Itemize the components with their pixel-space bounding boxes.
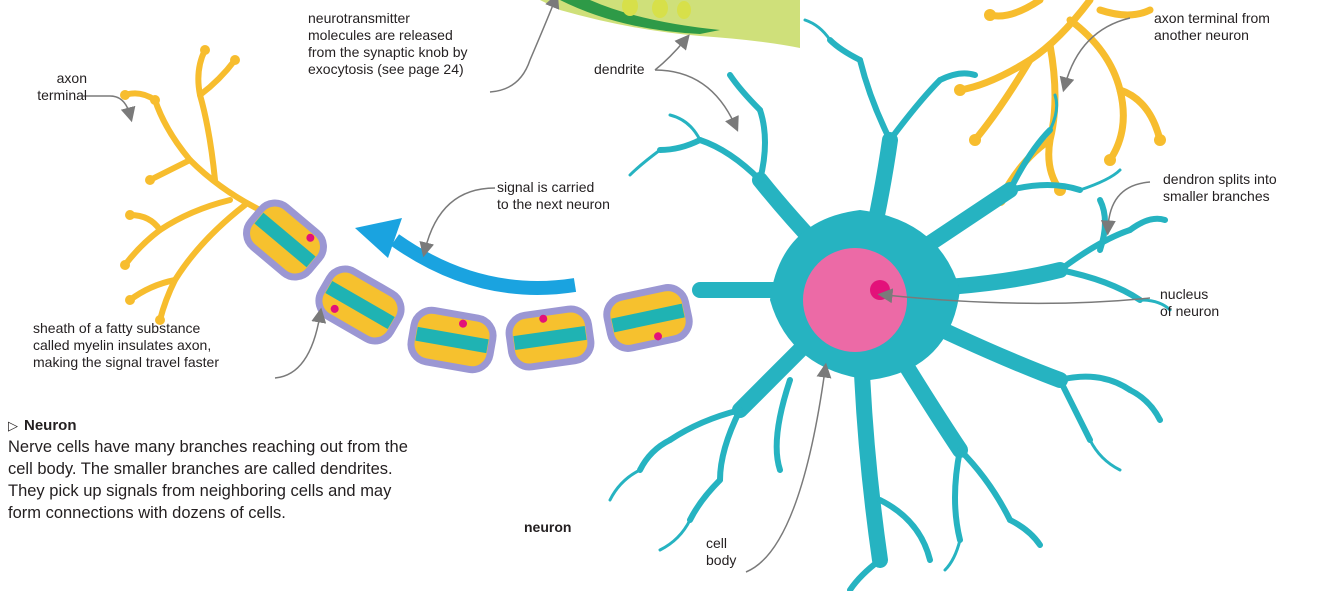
dendron-splits-label: dendron splits into smaller branches: [1163, 171, 1277, 205]
myelin-sheath: [239, 196, 692, 373]
signal-arrow: [355, 218, 575, 288]
caption-title-row: ▷ Neuron: [8, 416, 428, 436]
synapse-detail: [540, 0, 800, 48]
cell-body-label: cell body: [706, 535, 736, 569]
signal-label: signal is carried to the next neuron: [497, 179, 610, 213]
nucleolus: [870, 280, 890, 300]
diagram-title: neuron: [524, 519, 571, 535]
caption: ▷ Neuron Nerve cells have many branches r…: [8, 416, 428, 524]
neurotransmitter-label: neurotransmitter molecules are released …: [308, 10, 468, 78]
axon-terminal: [125, 50, 260, 320]
caption-body: Nerve cells have many branches reaching …: [8, 436, 428, 524]
caption-title: Neuron: [24, 417, 77, 434]
axon-terminal-label: axon terminal: [20, 70, 87, 104]
nucleus: [803, 248, 907, 352]
axon-terminal-other-neuron: [960, 0, 1160, 200]
sheath-label: sheath of a fatty substance called myeli…: [33, 320, 219, 371]
nucleus-label: nucleus of neuron: [1160, 286, 1219, 320]
triangle-right-icon: ▷: [8, 418, 18, 433]
axon-terminal-other-label: axon terminal from another neuron: [1154, 10, 1270, 44]
dendrite-label: dendrite: [594, 61, 645, 78]
